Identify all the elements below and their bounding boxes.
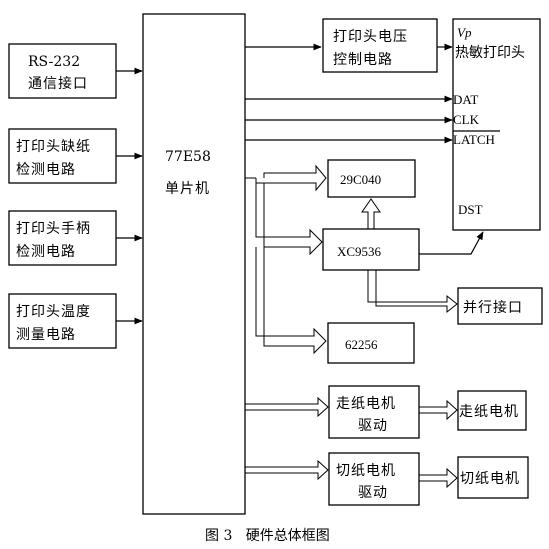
flash-block: 29C040: [327, 159, 416, 198]
sram-block: 62256: [327, 322, 415, 364]
svg-text:CLK: CLK: [453, 112, 480, 127]
svg-text:测量电路: 测量电路: [16, 327, 76, 343]
svg-text:62256: 62256: [345, 337, 378, 352]
svg-text:打印头电压: 打印头电压: [333, 28, 408, 45]
parallel-block: 并行接口: [457, 287, 543, 325]
svg-text:走纸电机: 走纸电机: [459, 404, 519, 420]
bus-feed-drive-to-motor: [419, 399, 458, 421]
svg-text:LATCH: LATCH: [453, 132, 495, 147]
svg-text:XC9536: XC9536: [337, 244, 382, 259]
bus-cpld-to-flash: [361, 198, 381, 229]
cut-drive-block: 切纸电机 驱动: [328, 452, 420, 506]
svg-text:走纸电机: 走纸电机: [336, 396, 396, 412]
svg-text:RS-232: RS-232: [28, 54, 80, 70]
svg-text:切纸电机: 切纸电机: [336, 463, 396, 479]
temp-measure-block: 打印头温度 测量电路: [8, 293, 117, 349]
rs232-block: RS-232 通信接口: [8, 43, 117, 99]
feed-drive-block: 走纸电机 驱动: [328, 385, 420, 439]
svg-text:打印头缺纸: 打印头缺纸: [16, 138, 91, 155]
mcu-block: 77E58 单片机: [142, 13, 246, 515]
svg-text:通信接口: 通信接口: [28, 75, 88, 92]
svg-text:检测电路: 检测电路: [16, 244, 76, 260]
bus-cut-drive-to-motor: [419, 467, 458, 489]
bus-mcu-to-sram: [255, 247, 327, 355]
bus-mcu-to-flash: [245, 164, 327, 192]
arrow-cpld-to-dst: [419, 231, 484, 255]
svg-text:热敏打印头: 热敏打印头: [455, 44, 525, 61]
voltage-ctrl-block: 打印头电压 控制电路: [322, 18, 438, 73]
svg-text:驱动: 驱动: [358, 485, 388, 501]
svg-text:检测电路: 检测电路: [16, 162, 76, 178]
bus-mcu-to-cut-drive: [245, 459, 329, 481]
svg-text:DST: DST: [458, 202, 483, 217]
svg-text:打印头手柄: 打印头手柄: [16, 220, 91, 237]
svg-text:DAT: DAT: [453, 92, 478, 107]
svg-text:Vp: Vp: [457, 25, 472, 40]
svg-text:控制电路: 控制电路: [333, 52, 393, 68]
cut-motor-block: 切纸电机: [457, 456, 529, 499]
paper-detect-block: 打印头缺纸 检测电路: [8, 128, 117, 184]
bus-mcu-to-cpld: [255, 183, 323, 256]
svg-text:29C040: 29C040: [340, 172, 381, 187]
svg-text:切纸电机: 切纸电机: [460, 471, 520, 487]
svg-text:驱动: 驱动: [358, 418, 388, 434]
svg-text:打印头温度: 打印头温度: [16, 303, 91, 320]
bus-cpld-to-parallel: [367, 270, 458, 314]
bus-mcu-to-feed-drive: [245, 396, 329, 418]
svg-text:并行接口: 并行接口: [463, 299, 523, 316]
feed-motor-block: 走纸电机: [457, 390, 527, 431]
printhead-block: Vp 热敏打印头 DAT CLK LATCH DST: [452, 18, 541, 231]
svg-text:单片机: 单片机: [165, 181, 210, 197]
svg-text:77E58: 77E58: [165, 149, 211, 165]
figure-caption: 图 3 硬件总体框图: [205, 528, 330, 544]
cpld-block: XC9536: [322, 228, 420, 271]
handle-detect-block: 打印头手柄 检测电路: [8, 210, 117, 266]
